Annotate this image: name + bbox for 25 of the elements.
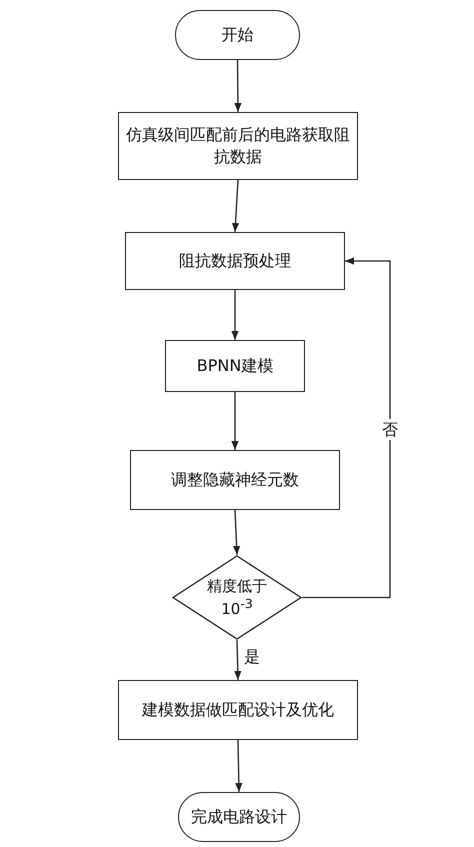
process-box [165, 340, 305, 392]
edge-label: 否 [381, 419, 399, 440]
arrow [232, 180, 240, 232]
process-box [125, 232, 345, 290]
step-text: BPNN建模 [196, 355, 274, 377]
arrow [302, 257, 391, 598]
step-text: 调整隐藏神经元数 [170, 469, 300, 491]
arrow [233, 510, 240, 556]
condition-text: 精度低于10$^{-3}$ [206, 576, 268, 620]
arrow [234, 640, 242, 680]
process-box [130, 450, 340, 510]
step-text: 开始 [220, 24, 254, 46]
terminal-box [178, 792, 300, 842]
process-box [118, 680, 358, 740]
arrow [231, 392, 239, 450]
terminal-box [175, 10, 300, 60]
arrow [235, 740, 242, 792]
edge-label: 是 [243, 646, 261, 668]
step-text: 完成电路设计 [190, 806, 288, 828]
step-text: 仿真级间匹配前后的电路获取阻抗数据 [125, 124, 351, 168]
arrow [234, 60, 242, 112]
step-text: 阻抗数据预处理 [178, 250, 292, 272]
process-box [118, 112, 358, 180]
step-text: 建模数据做匹配设计及优化 [140, 699, 335, 721]
arrow [231, 290, 239, 340]
